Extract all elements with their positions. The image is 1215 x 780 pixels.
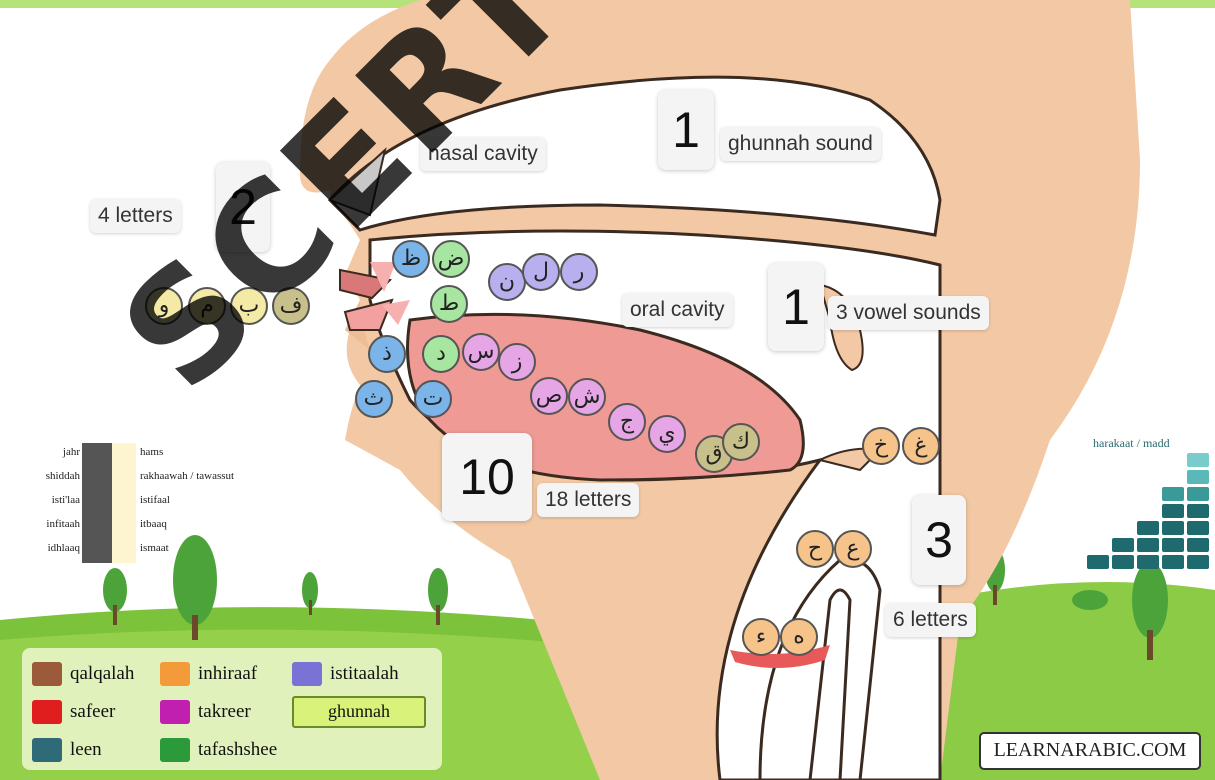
- brand-label: LEARNARABIC.COM: [990, 739, 1190, 762]
- letter-bubble-tongue: ل: [522, 253, 560, 291]
- binary-left-label: shiddah: [0, 470, 80, 482]
- binary-left-label: infitaah: [0, 518, 80, 530]
- legend-label: qalqalah: [70, 663, 134, 685]
- binary-left-label: idhlaaq: [0, 542, 80, 554]
- letter-bubble-tongue: ي: [648, 415, 686, 453]
- legend-swatch: [292, 662, 322, 686]
- binary-right-label: rakhaawah / tawassut: [140, 470, 234, 482]
- legend-swatch: [160, 738, 190, 762]
- binary-right-label: ismaat: [140, 542, 169, 554]
- binary-left-label: jahr: [0, 446, 80, 458]
- group-oral-desc: 3 vowel sounds: [828, 296, 989, 330]
- legend-swatch: [32, 662, 62, 686]
- legend-item-ghunnah: ghunnah: [292, 696, 426, 728]
- letter-bubble-throat: ء: [742, 618, 780, 656]
- binary-right-label: itbaaq: [140, 518, 167, 530]
- legend-swatch: [32, 738, 62, 762]
- legend-label: tafashshee: [198, 739, 277, 761]
- letter-bubble-tongue: ش: [568, 378, 606, 416]
- harakaat-label: harakaat / madd: [1093, 436, 1170, 451]
- group-oral-count: 1: [768, 263, 824, 351]
- group-tongue-desc: 18 letters: [537, 483, 639, 517]
- letter-bubble-tongue: ك: [722, 423, 760, 461]
- letter-bubble-tongue: ظ: [392, 240, 430, 278]
- letter-bubble-throat: ح: [796, 530, 834, 568]
- group-tongue-count: 10: [442, 433, 532, 521]
- legend-label: leen: [70, 739, 102, 761]
- letter-bubble-tongue: ث: [355, 380, 393, 418]
- letter-bubble-throat: خ: [862, 427, 900, 465]
- letter-bubble-tongue: ج: [608, 403, 646, 441]
- group-nasal-count: 1: [658, 90, 714, 170]
- legend-swatch: [160, 700, 190, 724]
- legend-label: istitaalah: [330, 663, 399, 685]
- letter-bubble-tongue: ذ: [368, 335, 406, 373]
- letter-bubble-tongue: ض: [432, 240, 470, 278]
- binary-right-label: istifaal: [140, 494, 170, 506]
- oral-cavity-label: oral cavity: [622, 293, 733, 327]
- letter-bubble-tongue: ت: [414, 380, 452, 418]
- binary-right-label: hams: [140, 446, 163, 458]
- group-throat-desc: 6 letters: [885, 603, 976, 637]
- group-throat-count: 3: [912, 495, 966, 585]
- legend-label: inhiraaf: [198, 663, 257, 685]
- letter-bubble-tongue: ر: [560, 253, 598, 291]
- letter-bubble-tongue: ط: [430, 285, 468, 323]
- letter-bubble-throat: ه: [780, 618, 818, 656]
- legend-swatch: [32, 700, 62, 724]
- letter-bubble-tongue: ص: [530, 377, 568, 415]
- letter-bubble-tongue: س: [462, 333, 500, 371]
- letter-bubble-tongue: ز: [498, 343, 536, 381]
- legend-label: takreer: [198, 701, 251, 723]
- letter-bubble-throat: غ: [902, 427, 940, 465]
- letter-bubble-tongue: د: [422, 335, 460, 373]
- group-nasal-desc: ghunnah sound: [720, 127, 881, 161]
- letter-bubble-throat: ع: [834, 530, 872, 568]
- legend-swatch: [160, 662, 190, 686]
- legend-label: safeer: [70, 701, 115, 723]
- letter-bubble-tongue: ن: [488, 263, 526, 301]
- binary-left-label: isti'laa: [0, 494, 80, 506]
